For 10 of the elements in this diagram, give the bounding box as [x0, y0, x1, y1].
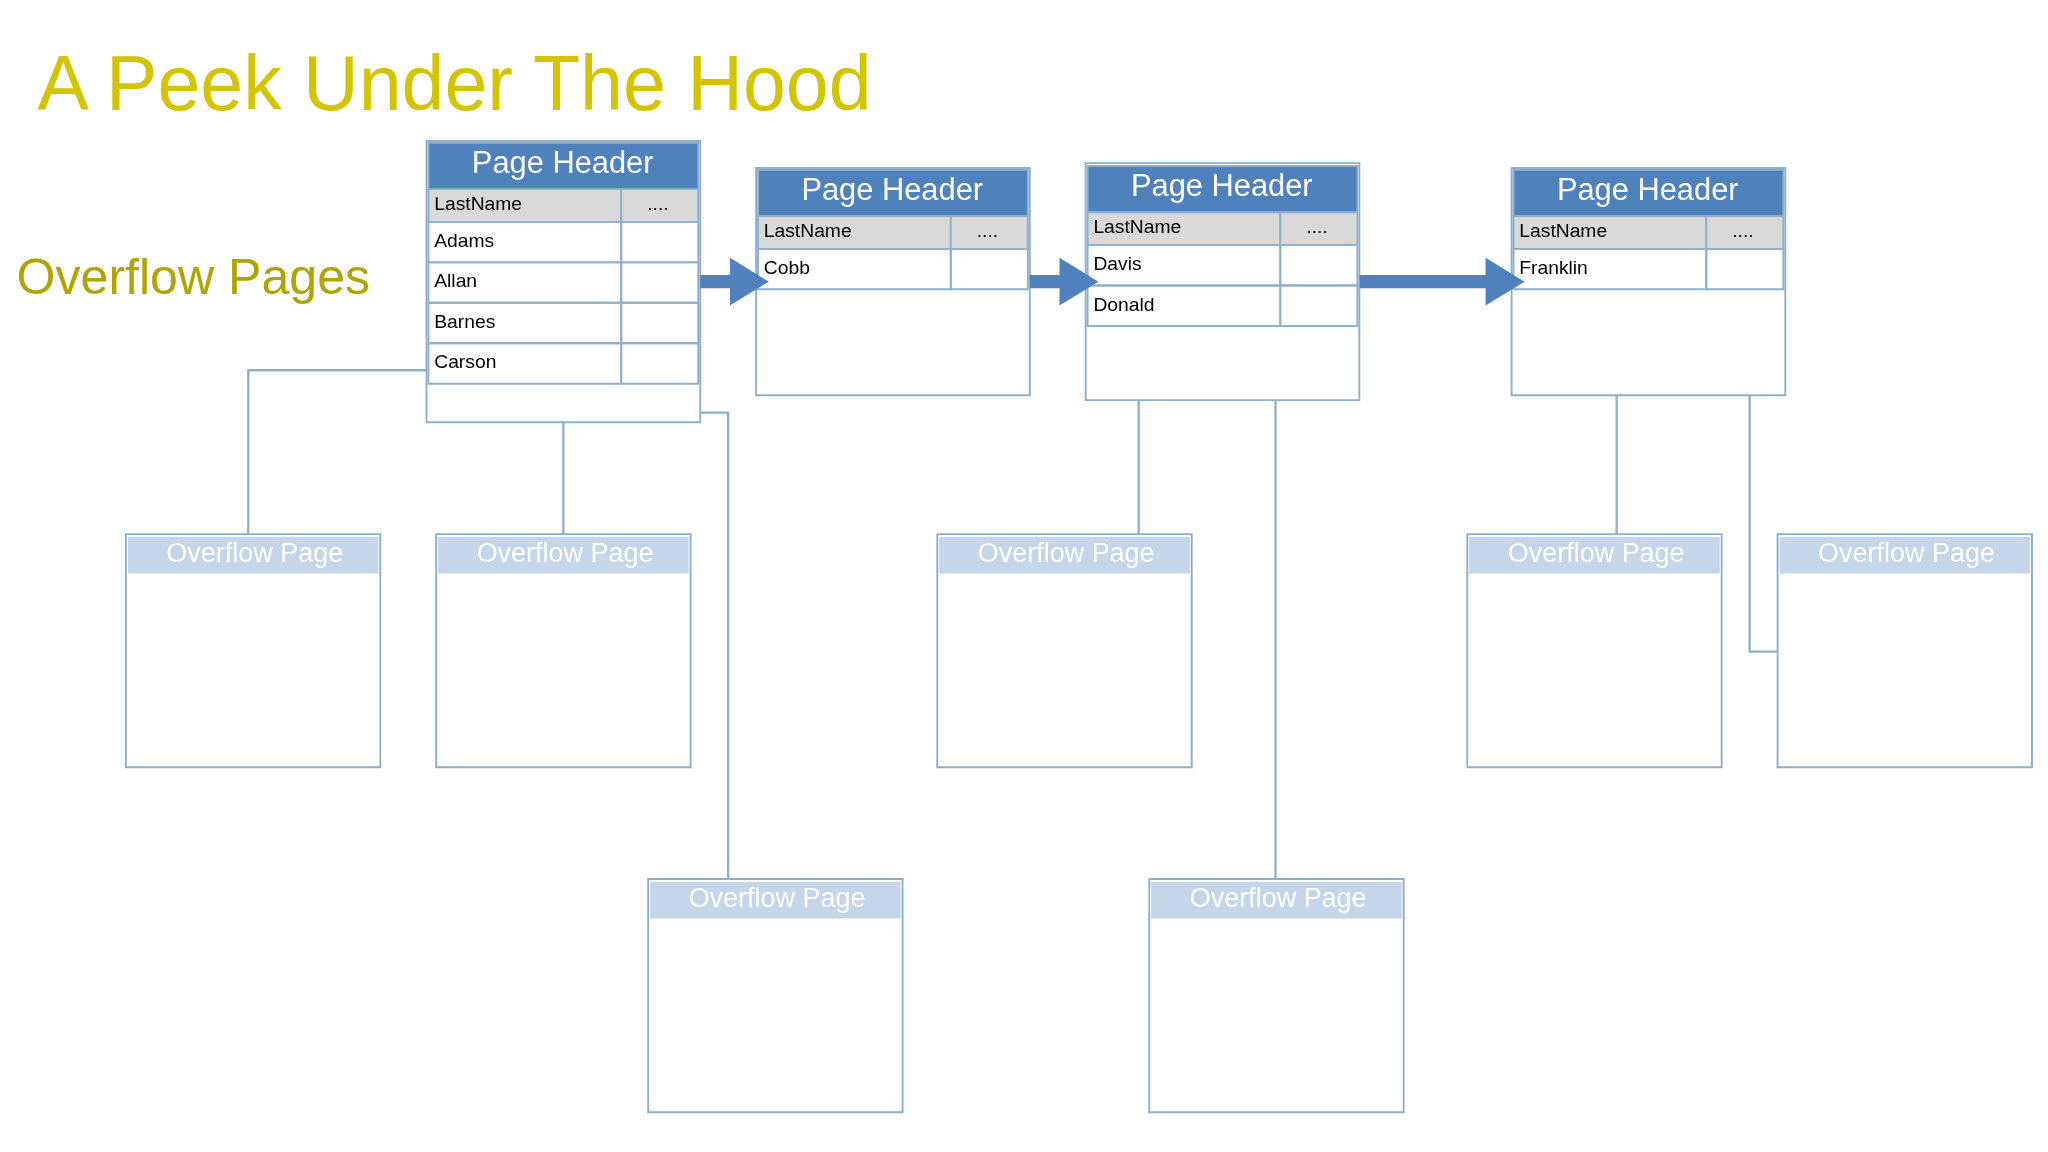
connector — [1274, 399, 1277, 879]
arrow — [1029, 257, 1099, 305]
connector — [1137, 399, 1140, 534]
label: Overflow Pages — [16, 248, 371, 305]
diagram-title: A Peek Under The Hood — [37, 39, 872, 126]
arrow — [1359, 257, 1525, 305]
connector — [247, 368, 427, 533]
arrow — [700, 257, 769, 305]
connector — [562, 422, 565, 534]
connector — [1615, 394, 1618, 533]
